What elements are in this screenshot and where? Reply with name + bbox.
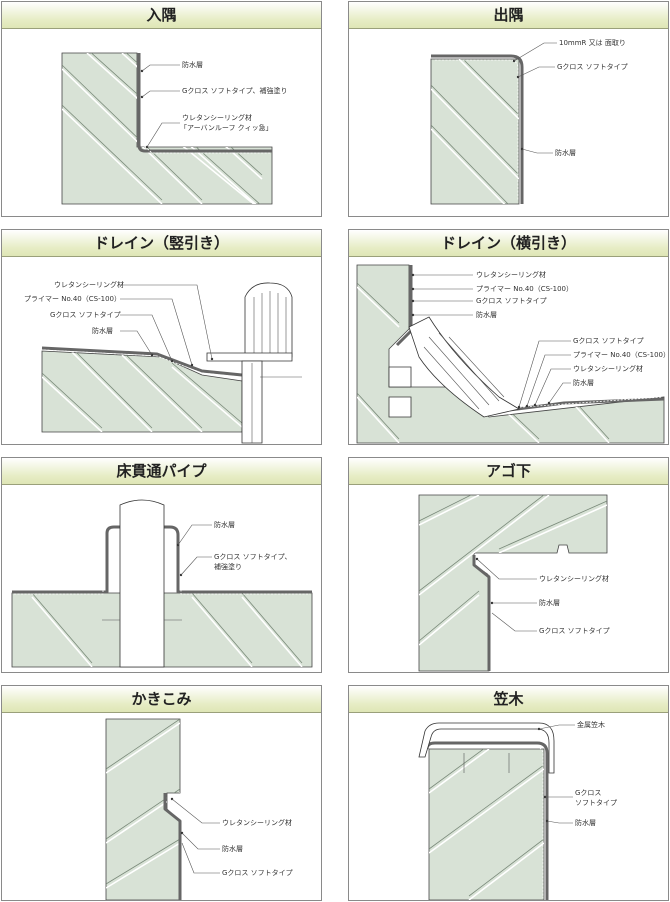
panel-title: かきこみ [2,686,321,713]
concrete-body [430,58,520,205]
label: ソフトタイプ [575,798,617,807]
waterproof-layer [137,53,272,153]
drain-strainer [244,282,293,358]
label: 防水層 [222,844,243,853]
diagram-kakikomi: ウレタンシーリング材 防水層 Gクロス ソフトタイプ [105,718,293,900]
label: Gクロス [575,789,601,797]
label: Gクロス ソフトタイプ [50,310,121,319]
label: プライマー No.40（CS-100） [24,295,121,303]
label: 防水層 [573,378,594,387]
panel-drain-vertical: ドレイン（竪引き） ウレタンシーリング材 プライマー No.40（CS-100）… [1,229,322,445]
concrete-slab [41,350,243,433]
label: 防水層 [214,520,235,529]
label: 防水層 [575,818,596,827]
panel-title: 床貫通パイプ [2,458,321,485]
diagram-kasagi: 金属笠木 Gクロス ソフトタイプ 防水層 [418,720,617,900]
label: Gクロス ソフトタイプ、補強塗り [182,86,287,95]
label: 防水層 [476,310,497,319]
diagram-drain-vertical: ウレタンシーリング材 プライマー No.40（CS-100） Gクロス ソフトタ… [24,280,302,444]
pipe [119,499,165,668]
panel-title: ドレイン（竪引き） [2,230,321,257]
diagram-drain-horizontal: ウレタンシーリング材 プライマー No.40（CS-100） Gクロス ソフトタ… [356,264,668,444]
waterproof-layer [41,346,243,377]
panel-title: 出隅 [349,2,668,29]
panel-irisumi: 入隅 防水層 Gクロス ソフトタイプ、補強塗り ウレタンシーリング材 「アーバン… [1,1,322,217]
panel-title: 入隅 [2,2,321,29]
waterproof-layer [163,793,182,900]
panel-title: アゴ下 [349,458,668,485]
label: 10mmR 又は 面取り [559,39,626,47]
diagram-desumi: 10mmR 又は 面取り Gクロス ソフトタイプ 防水層 [430,39,628,205]
metal-coping [418,722,555,774]
label: ウレタンシーリング材 [573,364,643,373]
diagram-floor-pipe: 防水層 Gクロス ソフトタイプ、 補強塗り [11,499,313,668]
label: 防水層 [539,598,560,607]
diagram-irisumi: 防水層 Gクロス ソフトタイプ、補強塗り ウレタンシーリング材 「アーバンルーフ… [61,52,287,205]
label: 防水層 [182,60,203,69]
label: ウレタンシーリング材 [182,113,252,122]
concrete-body [61,52,273,205]
panel-title: ドレイン（横引き） [349,230,668,257]
panel-drain-horizontal: ドレイン（横引き） ウレタンシーリング材 プライマー No.40（CS-100）… [348,229,669,445]
label: 金属笠木 [577,720,605,729]
label: ウレタンシーリング材 [222,818,292,827]
label: Gクロス ソフトタイプ [476,296,547,305]
label: Gクロス ソフトタイプ [557,62,628,71]
label: Gクロス ソフトタイプ [573,336,644,345]
label: Gクロス ソフトタイプ [539,626,610,635]
waterproof-layer [472,555,491,671]
waterproof-layer [431,54,524,204]
label: 補強塗り [214,562,242,571]
panel-kasagi: 笠木 金属笠木 Gクロス ソフトタイプ 防水層 [348,685,669,901]
label: ウレタンシーリング材 [476,270,546,279]
label: ウレタンシーリング材 [539,574,609,583]
label: 防水層 [92,326,113,335]
label: 防水層 [555,148,576,157]
panel-ago-shita: アゴ下 ウレタンシーリング材 防水層 Gクロス ソフトタイプ [348,457,669,673]
diagram-ago-shita: ウレタンシーリング材 防水層 Gクロス ソフトタイプ [418,494,610,672]
concrete-parapet [428,748,545,900]
label: ウレタンシーリング材 [54,280,124,289]
label: プライマー No.40（CS-100） [573,351,668,359]
panel-desumi: 出隅 10mmR 又は 面取り Gクロス ソフトタイプ 防水層 [348,1,669,217]
concrete-wall [418,494,608,672]
panel-floor-pipe: 床貫通パイプ 防水層 Gクロス ソフトタイプ、 補強塗り [1,457,322,673]
panel-kakikomi: かきこみ ウレタンシーリング材 防水層 Gクロス ソフトタイプ [1,685,322,901]
panel-title: 笠木 [349,686,668,713]
label: 「アーバンルーフ クィッ急」 [180,123,273,132]
concrete-wall [105,718,181,900]
label: プライマー No.40（CS-100） [476,285,573,293]
label: Gクロス ソフトタイプ [222,868,293,877]
label: Gクロス ソフトタイプ、 [214,552,291,561]
